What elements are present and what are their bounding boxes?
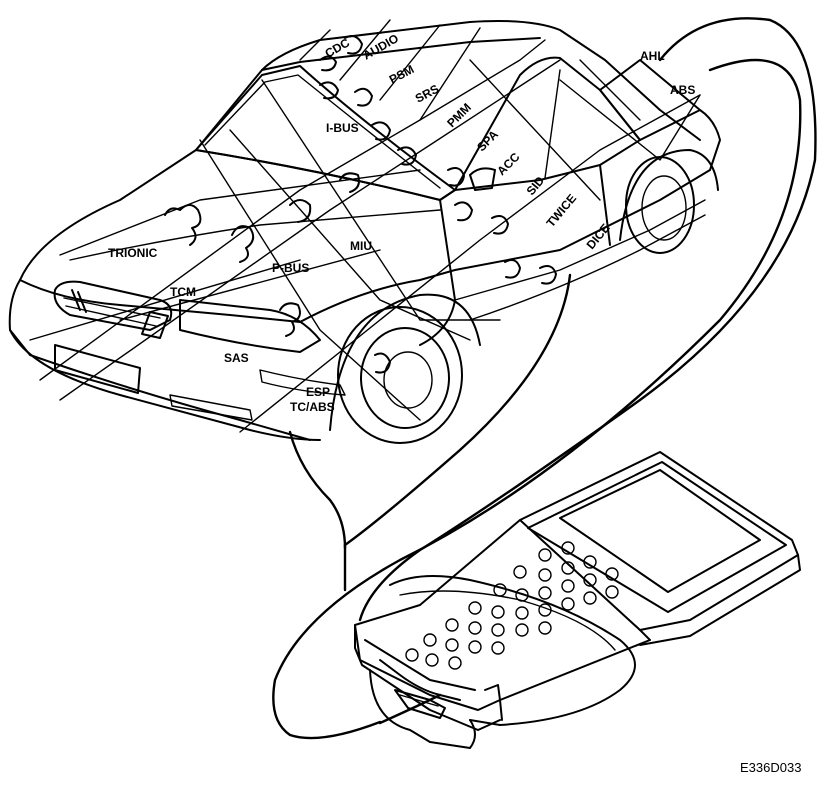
label-tcm: TCM xyxy=(170,285,196,299)
diagnostic-cables xyxy=(272,17,817,740)
car-outline xyxy=(8,20,721,444)
label-acc: ACC xyxy=(494,150,523,179)
label-sid: SID xyxy=(524,173,548,198)
label-psm: PSM xyxy=(387,62,417,87)
label-sas: SAS xyxy=(224,351,249,365)
label-pbus: P-BUS xyxy=(272,261,309,275)
scan-tool-screen xyxy=(559,469,761,593)
keypad-buttons xyxy=(405,541,619,670)
figure-reference-id: E336D033 xyxy=(740,760,801,775)
label-twice: TWICE xyxy=(544,191,580,230)
puzzle-connectors xyxy=(164,35,557,374)
network-bus-lines xyxy=(29,19,701,433)
label-ibus: I-BUS xyxy=(326,121,359,135)
obd-connector xyxy=(394,689,446,719)
label-abs: ABS xyxy=(670,83,695,97)
label-esp: ESP xyxy=(306,385,330,399)
diagnostic-scan-tool xyxy=(354,451,801,749)
label-srs: SRS xyxy=(413,82,441,106)
label-miu: MIU xyxy=(350,239,372,253)
label-trionic: TRIONIC xyxy=(108,246,158,260)
label-ahl: AHL xyxy=(640,49,665,63)
label-audio: AUDIO xyxy=(361,31,401,62)
label-tc-abs: TC/ABS xyxy=(290,400,335,414)
